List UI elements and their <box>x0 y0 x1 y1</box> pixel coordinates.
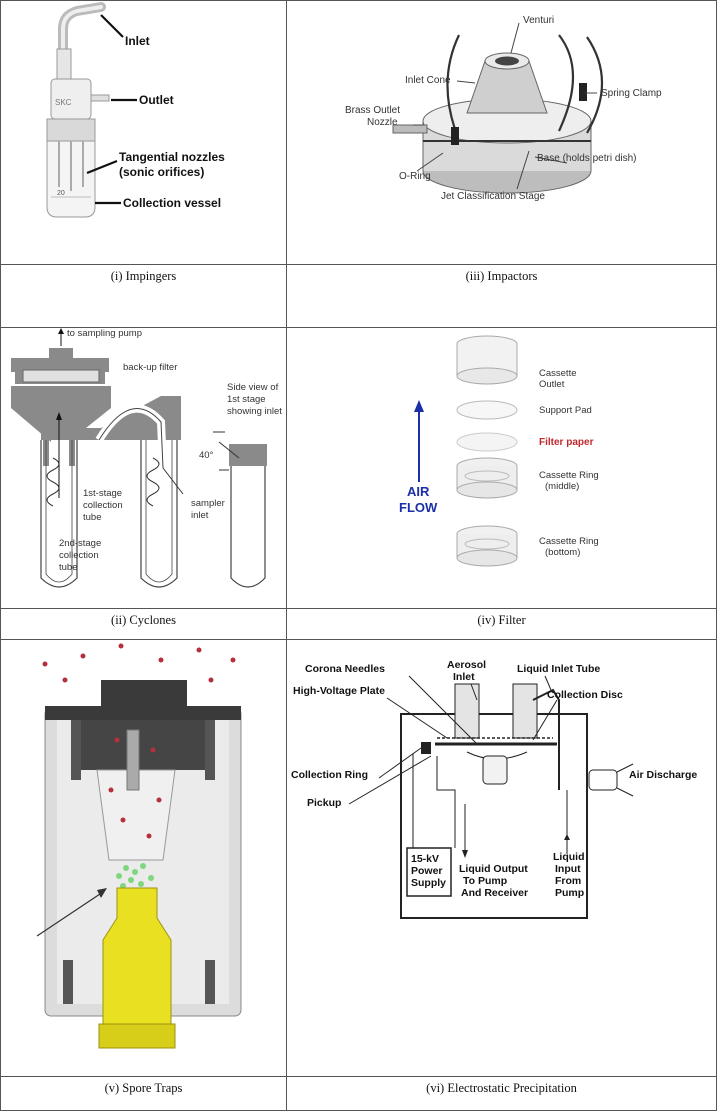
esp-ring-label: Collection Ring <box>291 769 368 781</box>
esp-supply-sub2: Supply <box>411 877 446 889</box>
filter-air-label: AIR <box>407 484 430 499</box>
caption-cell-filter: (iv) Filter <box>286 608 717 640</box>
panel-electrostatic: Corona Needles Aerosol Inlet Liquid Inle… <box>286 639 717 1077</box>
impactor-brass-sub: Nozzle <box>367 117 398 128</box>
esp-air-discharge-label: Air Discharge <box>629 769 697 781</box>
impactor-oring-label: O-Ring <box>399 171 431 182</box>
panel-impingers: SKC 20 Inlet Outlet Tangential nozzles (… <box>0 0 287 265</box>
caption-cyclones: (ii) Cyclones <box>111 613 176 627</box>
impinger-nozzles-sub: (sonic orifices) <box>119 165 204 179</box>
esp-out-sub1: To Pump <box>463 875 507 887</box>
impactor-spring-clamp-label: Spring Clamp <box>601 88 662 99</box>
esp-out-sub2: And Receiver <box>461 887 528 899</box>
impactor-brass-label: Brass Outlet <box>345 105 400 116</box>
cyclone-side-sub1: 1st stage <box>227 394 266 405</box>
impactor-jet-label: Jet Classification Stage <box>441 191 545 202</box>
panel-impactors: Venturi Inlet Cone Spring Clamp Brass Ou… <box>286 0 717 265</box>
esp-aerosol-label: Aerosol <box>447 659 486 671</box>
panel-spore-traps <box>0 639 287 1077</box>
esp-corona-label: Corona Needles <box>305 663 385 675</box>
filter-ring-mid-label: Cassette Ring <box>539 470 599 481</box>
filter-ring-mid-sub: (middle) <box>545 481 579 492</box>
cyclone-first-sub2: tube <box>83 512 102 523</box>
caption-impingers: (i) Impingers <box>110 269 177 283</box>
impinger-outlet-label: Outlet <box>139 93 174 107</box>
impactor-inlet-cone-label: Inlet Cone <box>405 75 451 86</box>
caption-electrostatic: (vi) Electrostatic Precipitation <box>426 1081 577 1095</box>
esp-in-sub3: Pump <box>555 887 584 899</box>
esp-disc-label: Collection Disc <box>547 689 623 701</box>
cyclone-second-label: 2nd-stage <box>59 538 101 549</box>
esp-in-label: Liquid <box>553 851 585 863</box>
caption-cell-spore-traps: (v) Spore Traps <box>0 1076 287 1111</box>
cyclone-second-sub2: tube <box>59 562 78 573</box>
caption-cell-electrostatic: (vi) Electrostatic Precipitation <box>286 1076 717 1111</box>
filter-ring-bot-sub: (bottom) <box>545 547 580 558</box>
impinger-brand: SKC <box>55 98 72 107</box>
cyclone-illustration: to sampling pump back-up filter Side vie… <box>11 328 282 588</box>
impactor-base-label: Base (holds petri dish) <box>537 153 637 164</box>
cyclone-second-sub1: collection <box>59 550 99 561</box>
caption-impactors: (iii) Impactors <box>465 269 538 283</box>
cyclone-side-sub2: showing inlet <box>227 406 282 417</box>
cyclone-backup-label: back-up filter <box>123 362 177 373</box>
cyclone-first-sub1: collection <box>83 500 123 511</box>
filter-ring-bot-label: Cassette Ring <box>539 536 599 547</box>
caption-cell-impactors: (iii) Impactors <box>286 264 717 328</box>
panel-filter: AIR FLOW Cassette Outlet Support Pad Fil… <box>286 327 717 609</box>
cyclone-sampler-label: sampler <box>191 498 225 509</box>
filter-illustration: AIR FLOW Cassette Outlet Support Pad Fil… <box>399 335 599 567</box>
impactor-venturi-label: Venturi <box>523 15 554 26</box>
caption-cell-impingers: (i) Impingers <box>0 264 287 328</box>
impinger-vessel-label: Collection vessel <box>123 196 221 210</box>
esp-illustration: Corona Needles Aerosol Inlet Liquid Inle… <box>291 659 697 919</box>
filter-support-label: Support Pad <box>539 405 592 416</box>
cyclone-first-label: 1st-stage <box>83 488 122 499</box>
esp-liquid-tube-label: Liquid Inlet Tube <box>517 663 600 675</box>
esp-aerosol-sub: Inlet <box>453 671 475 683</box>
panel-cyclones: to sampling pump back-up filter Side vie… <box>0 327 287 609</box>
impactor-illustration: Venturi Inlet Cone Spring Clamp Brass Ou… <box>345 15 662 202</box>
filter-flow-label: FLOW <box>399 500 438 515</box>
filter-outlet-label: Cassette <box>539 368 577 379</box>
esp-supply-sub1: Power <box>411 865 443 877</box>
caption-cell-cyclones: (ii) Cyclones <box>0 608 287 640</box>
caption-spore-traps: (v) Spore Traps <box>104 1081 183 1095</box>
esp-hv-label: High-Voltage Plate <box>293 685 385 697</box>
caption-filter: (iv) Filter <box>477 613 526 627</box>
esp-pickup-label: Pickup <box>307 797 341 809</box>
impinger-mark: 20 <box>57 190 65 197</box>
cyclone-pump-label: to sampling pump <box>67 328 142 339</box>
filter-paper-label: Filter paper <box>539 437 594 448</box>
esp-in-sub2: From <box>555 875 581 887</box>
esp-in-sub1: Input <box>555 863 581 875</box>
esp-supply-label: 15-kV <box>411 853 439 865</box>
esp-out-label: Liquid Output <box>459 863 528 875</box>
impinger-nozzles-label: Tangential nozzles <box>119 150 225 164</box>
cyclone-angle-label: 40° <box>199 450 214 461</box>
spore-trap-illustration <box>36 643 242 1049</box>
filter-outlet-sub: Outlet <box>539 379 565 390</box>
cyclone-side-label: Side view of <box>227 382 279 393</box>
impinger-illustration: SKC 20 Inlet Outlet Tangential nozzles (… <box>46 2 225 218</box>
cyclone-sampler-sub: inlet <box>191 510 209 521</box>
impinger-inlet-label: Inlet <box>125 34 150 48</box>
